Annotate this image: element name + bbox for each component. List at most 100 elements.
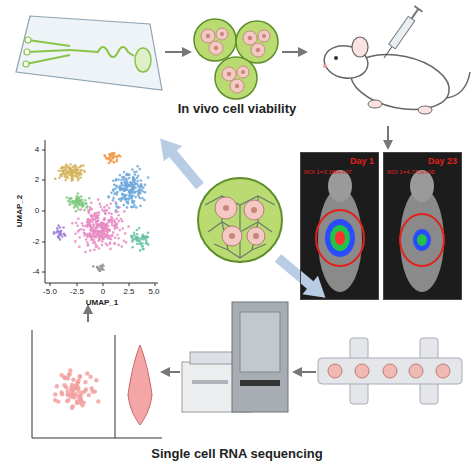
data-point [81,203,84,206]
data-point [109,159,112,162]
data-point [110,238,113,241]
data-point [134,196,137,199]
data-point [83,229,86,232]
data-point [101,244,104,247]
data-point [123,189,126,192]
sequencer-slot [192,380,228,384]
mouse-silhouette [318,188,362,292]
data-point [115,203,118,206]
data-point [136,165,139,168]
data-point [113,161,116,164]
data-point [82,224,85,227]
data-point [105,226,108,229]
data-point [89,235,92,238]
data-point [78,246,81,249]
data-point [98,239,101,242]
data-point [126,183,129,186]
stage-caption: Single cell RNA sequencing [151,447,322,460]
data-point [144,191,147,194]
data-point [57,235,60,238]
data-point [144,184,147,187]
data-point [108,162,111,165]
data-point [96,220,99,223]
data-point [136,242,139,245]
data-point [114,155,117,158]
data-point [130,205,133,208]
data-point [93,248,96,251]
data-point [92,215,95,218]
data-point [56,227,59,230]
data-point [126,188,129,191]
data-point [130,197,133,200]
data-point [116,191,119,194]
data-point [75,221,78,224]
data-point [76,380,80,384]
data-point [88,220,91,223]
data-point [129,184,132,187]
data-point [101,236,104,239]
data-point [109,235,112,238]
data-point [58,176,61,179]
data-point [136,229,139,232]
data-point [112,197,115,200]
axis-tick: 0 [101,288,105,296]
data-point [84,251,87,254]
data-point [56,399,60,403]
day-label: Day 1 [350,157,374,166]
axis-tick: -4 [32,268,39,276]
data-point [59,233,62,236]
data-point [95,245,98,248]
data-point [120,197,123,200]
scaffold-capsule [198,178,282,262]
data-point [110,203,113,206]
data-point [98,236,101,239]
data-point [87,218,90,221]
data-point [71,176,74,179]
data-point [57,224,60,227]
data-point [116,227,119,230]
data-point [77,230,80,233]
data-point [132,177,135,180]
data-point [113,184,116,187]
data-point [94,243,97,246]
data-point [78,375,82,379]
data-point [112,231,115,234]
data-point [97,220,100,223]
data-point [93,389,97,393]
data-point [142,248,145,251]
data-point [109,155,112,158]
data-point [65,164,68,167]
microcapsule [194,19,236,61]
imaging-background [300,152,379,300]
data-point [142,187,145,190]
data-point [130,182,133,185]
data-point [140,243,143,246]
data-point [131,246,134,249]
data-point [73,206,76,209]
data-point [128,185,131,188]
data-point [107,157,110,160]
data-point [64,235,67,238]
data-point [133,171,136,174]
data-point [87,244,90,247]
data-point [80,165,83,168]
data-point [53,392,57,396]
data-point [90,226,93,229]
data-point [100,224,103,227]
data-point [63,173,66,176]
roi-ellipse [316,210,364,266]
data-point [123,210,126,213]
data-point [61,175,64,178]
data-point [74,385,78,389]
data-point [120,218,123,221]
data-point [89,206,92,209]
data-point [131,206,134,209]
data-point [122,227,125,230]
flow-arrow [387,126,389,148]
data-point [95,226,98,229]
data-point [138,227,141,230]
data-point [130,197,133,200]
data-point [81,222,84,225]
data-point [78,196,81,199]
